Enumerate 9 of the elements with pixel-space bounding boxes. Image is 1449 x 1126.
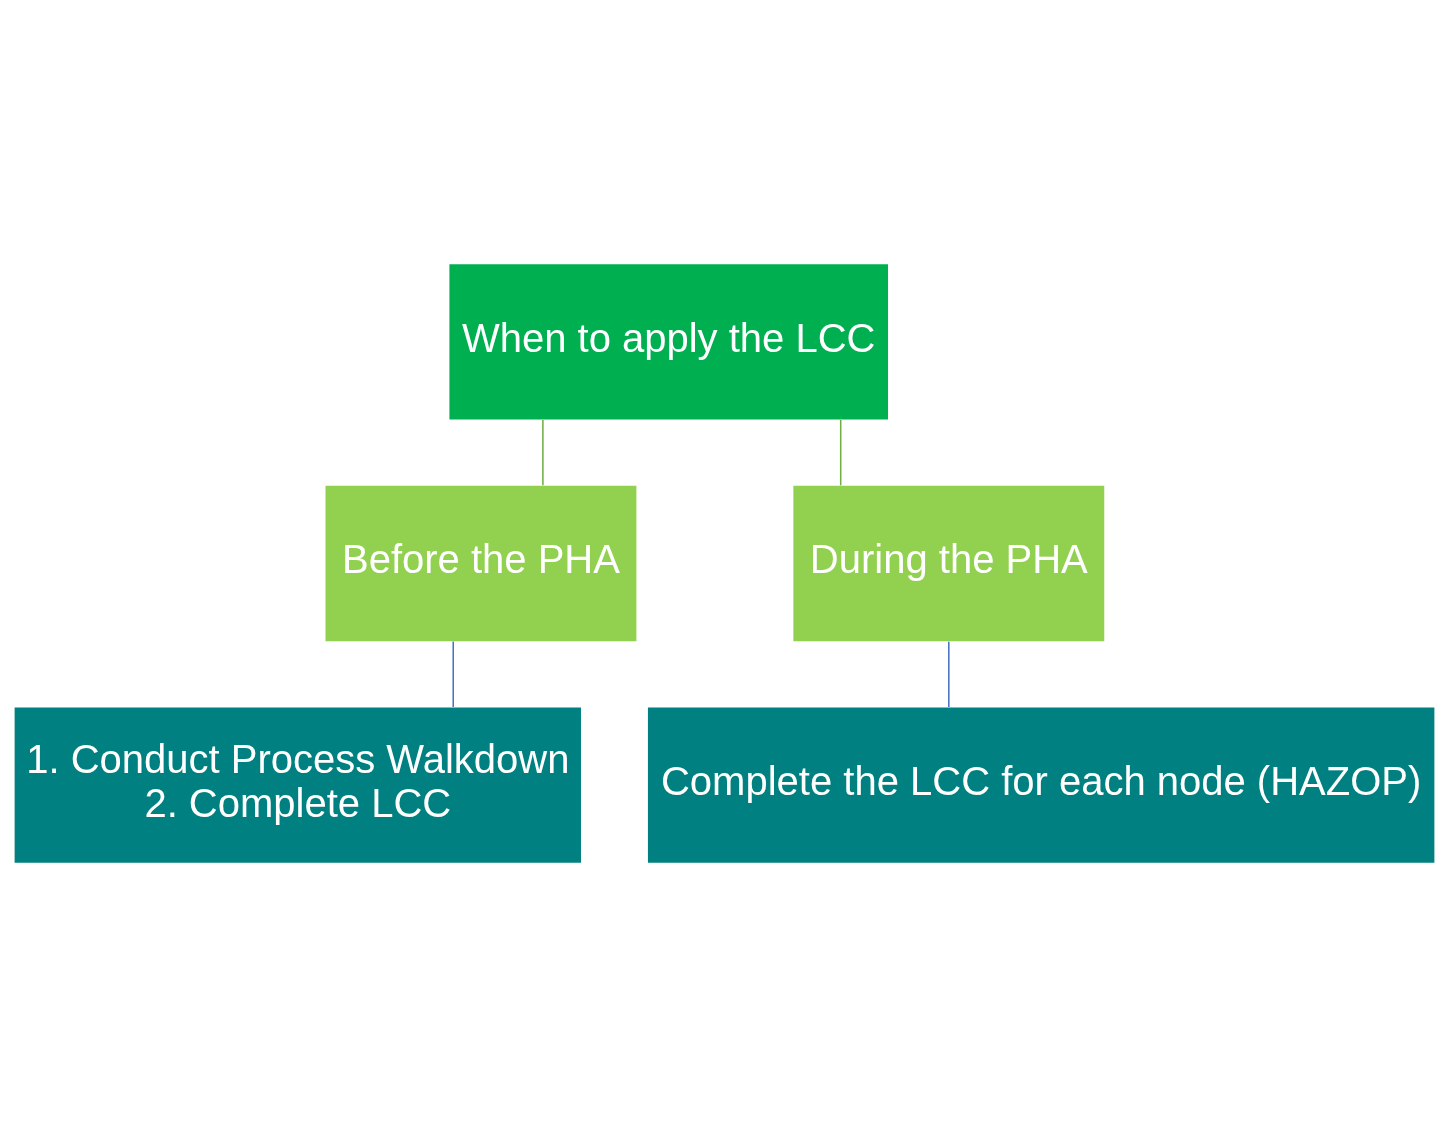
node-box: During the PHA	[793, 485, 1105, 641]
connector	[452, 640, 454, 708]
node-box: When to apply the LCC	[449, 263, 888, 420]
connector	[542, 418, 544, 486]
connector	[839, 418, 842, 486]
node-box: Before the PHA	[325, 485, 637, 641]
node-box: Complete the LCC for each node (HAZOP)	[647, 706, 1435, 863]
node-box: 1. Conduct Process Walkdown 2. Complete LCC	[14, 706, 581, 863]
connector	[948, 640, 950, 708]
